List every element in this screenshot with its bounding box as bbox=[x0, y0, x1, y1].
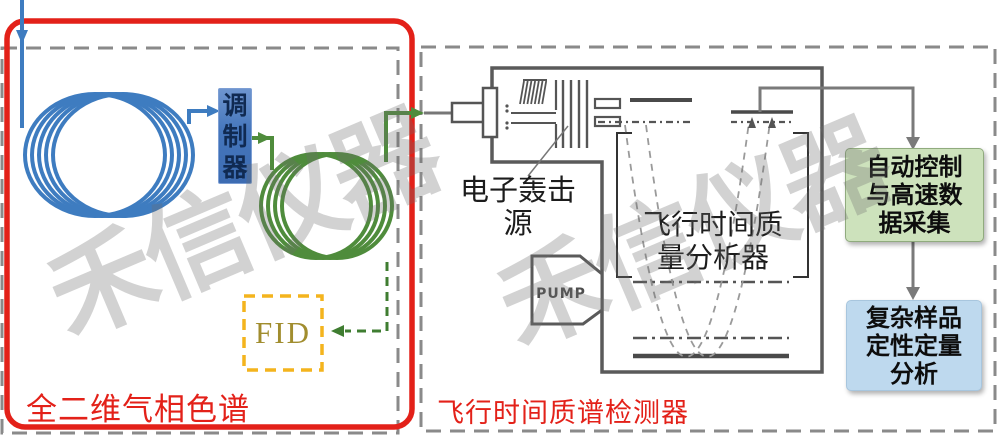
analyzer-label: 飞行时间质 量分析器 bbox=[634, 208, 792, 274]
modulator-char: 调 bbox=[222, 90, 248, 120]
modulator-char: 器 bbox=[222, 152, 248, 182]
analysis-box-line: 定性定量 bbox=[866, 331, 962, 360]
column1-to-modulator-arrow bbox=[187, 105, 220, 124]
ms-housing bbox=[490, 66, 824, 374]
analysis-box-line: 分析 bbox=[890, 359, 938, 388]
gc-section-caption: 全二维气相色谱 bbox=[26, 392, 250, 428]
ei-source-label-line2: 源 bbox=[503, 206, 533, 240]
gc-dashed-frame bbox=[0, 46, 400, 435]
pump-box bbox=[530, 254, 604, 326]
column2-to-ms-arrow bbox=[384, 107, 424, 162]
ms-section-caption: 飞行时间质谱检测器 bbox=[437, 398, 689, 429]
detector-to-daq-connector bbox=[758, 86, 920, 150]
carrier-gas-arrow bbox=[16, 0, 28, 128]
daq-box-line: 据采集 bbox=[878, 209, 951, 237]
analysis-box-line: 复杂样品 bbox=[866, 303, 962, 332]
analyzer-label-line1: 飞行时间质 bbox=[642, 208, 783, 241]
ion-trajectories bbox=[624, 121, 771, 358]
column1-coil bbox=[23, 92, 195, 218]
ei-source-schematic bbox=[505, 79, 622, 148]
detector bbox=[731, 110, 793, 128]
column2-coil bbox=[259, 152, 394, 260]
analysis-box: 复杂样品 定性定量 分析 bbox=[846, 300, 982, 391]
ei-source-leader-line bbox=[527, 125, 569, 177]
daq-box-line: 自动控制 bbox=[866, 153, 963, 181]
daq-to-analysis-arrow bbox=[906, 242, 920, 300]
pump-label: PUMP bbox=[536, 286, 586, 302]
fid-label: FID bbox=[255, 315, 311, 350]
daq-box-line: 与高速数 bbox=[866, 181, 963, 209]
fid-box bbox=[242, 294, 324, 372]
ei-source-label: 电子轰击 源 bbox=[450, 174, 586, 240]
modulator-to-column2-arrow bbox=[250, 132, 274, 170]
gc-highlight-frame bbox=[4, 18, 415, 430]
analyzer-label-line2: 量分析器 bbox=[656, 241, 769, 274]
column2-to-fid-dashed-arrow bbox=[331, 262, 389, 337]
ei-source-label-line1: 电子轰击 bbox=[459, 173, 576, 207]
inlet-connector bbox=[424, 86, 499, 139]
modulator-char: 制 bbox=[222, 121, 248, 151]
modulator-box: 调 制 器 bbox=[218, 88, 252, 184]
daq-box: 自动控制 与高速数 据采集 bbox=[845, 148, 984, 242]
flight-region-brackets bbox=[616, 132, 809, 278]
